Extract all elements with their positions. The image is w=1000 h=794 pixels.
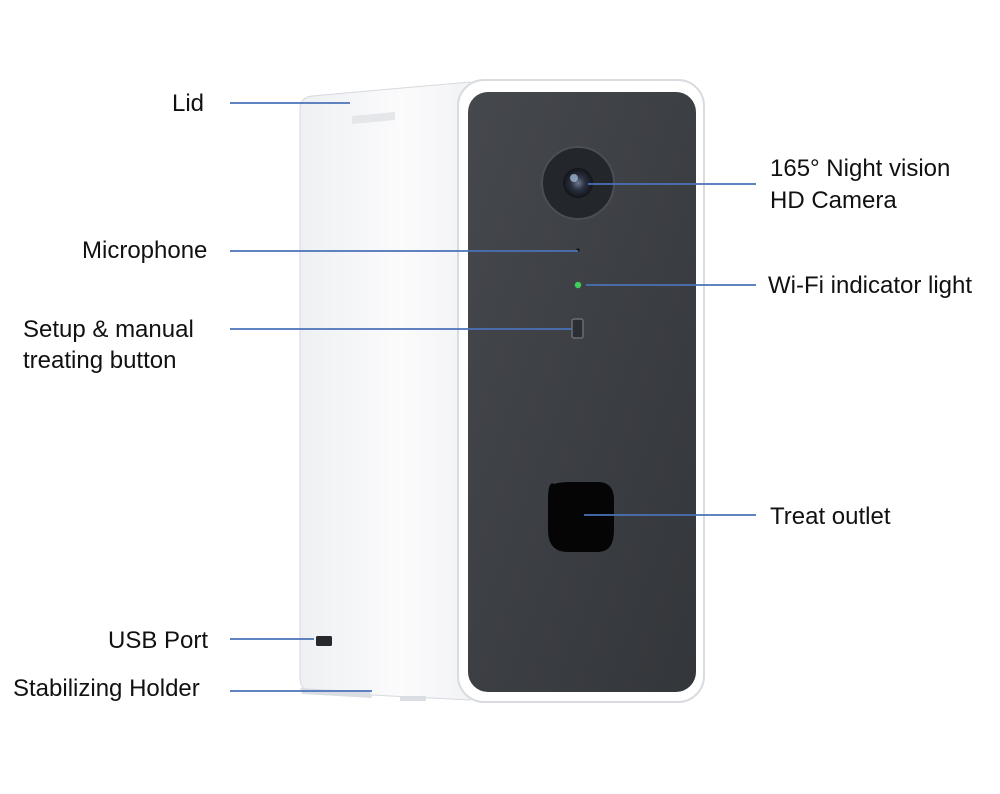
wifi-light-label: Wi-Fi indicator light xyxy=(768,272,973,299)
setup-button-icon xyxy=(571,318,584,339)
setup-button-label-line1: Setup & manual xyxy=(23,316,194,343)
leader-lines xyxy=(230,102,756,692)
treat-outlet-opening xyxy=(548,482,614,552)
setup-button-label-line2: treating button xyxy=(23,347,177,374)
treat-outlet-label: Treat outlet xyxy=(770,503,891,530)
camera-lens-icon xyxy=(563,168,593,198)
camera-label-line1: 165° Night vision xyxy=(770,155,951,182)
front-panel xyxy=(468,92,696,692)
usb-port-label: USB Port xyxy=(108,627,209,654)
device-side-body xyxy=(299,81,471,701)
lid-label: Lid xyxy=(172,90,205,117)
stabilizing-holder-label: Stabilizing Holder xyxy=(13,675,200,702)
microphone-label: Microphone xyxy=(82,237,208,264)
wifi-led-icon xyxy=(574,281,582,289)
lid-groove xyxy=(352,112,395,124)
usb-port-icon xyxy=(316,636,332,646)
camera-label-line2: HD Camera xyxy=(770,187,897,214)
